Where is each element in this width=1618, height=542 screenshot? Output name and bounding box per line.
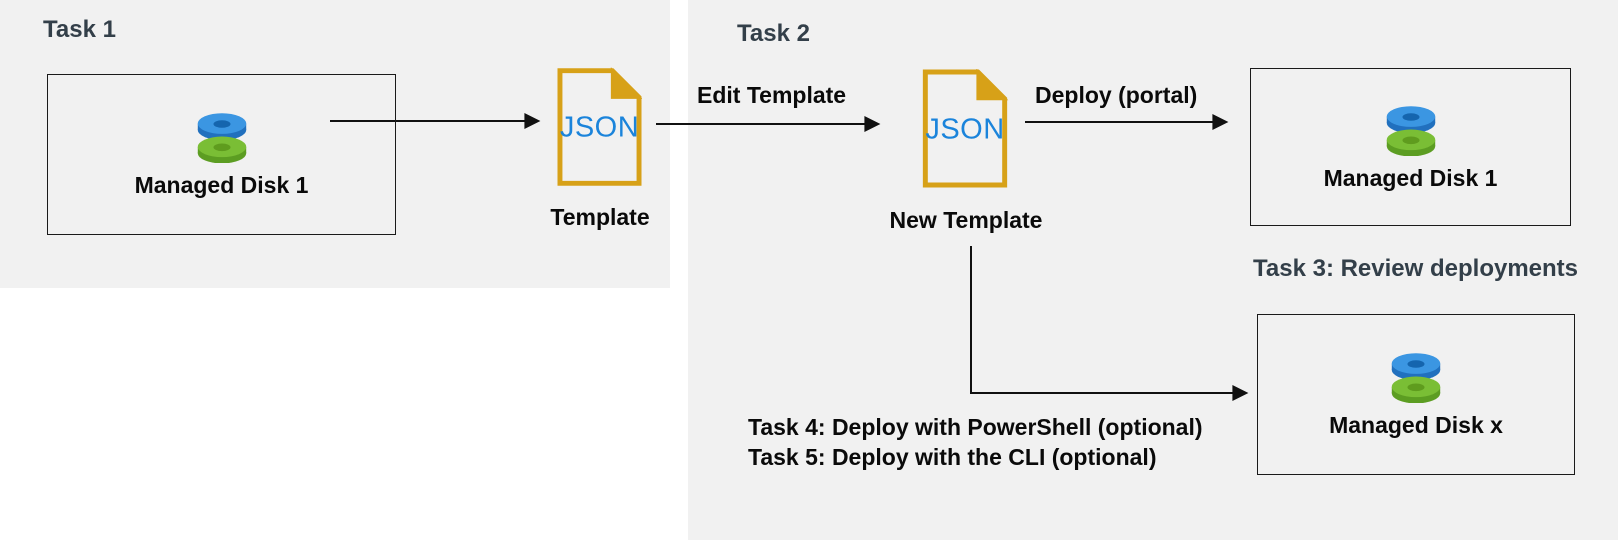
template-file-node: JSON	[557, 67, 642, 187]
task4-label: Task 4: Deploy with PowerShell (optional…	[748, 414, 1203, 440]
new-template-file-label: New Template	[889, 207, 1043, 233]
node-label: Managed Disk 1	[1323, 164, 1498, 191]
task3-label: Task 3: Review deployments	[1253, 255, 1579, 282]
node-label: Managed Disk x	[1329, 412, 1503, 438]
node-label: Managed Disk 1	[134, 172, 309, 198]
task5-label: Task 5: Deploy with the CLI (optional)	[748, 444, 1157, 470]
edit-template-edge-label: Edit Template	[697, 82, 847, 108]
deployed-disk-portal-box: Managed Disk 1	[1250, 68, 1571, 226]
new-template-file-node: JSON	[921, 69, 1009, 188]
managed-disk-icon	[197, 113, 246, 163]
template-file-label: Template	[550, 204, 650, 230]
source-disk-box: Managed Disk 1	[47, 74, 396, 235]
json-file-text: JSON	[925, 113, 1005, 146]
managed-disk-icon	[1386, 105, 1435, 156]
task2-label: Task 2	[737, 20, 810, 47]
deployed-disk-x-box: Managed Disk x	[1257, 314, 1575, 475]
task1-label: Task 1	[43, 16, 116, 43]
managed-disk-icon	[1391, 353, 1441, 403]
deploy-portal-edge-label: Deploy (portal)	[1035, 82, 1198, 108]
json-file-text: JSON	[559, 111, 640, 144]
